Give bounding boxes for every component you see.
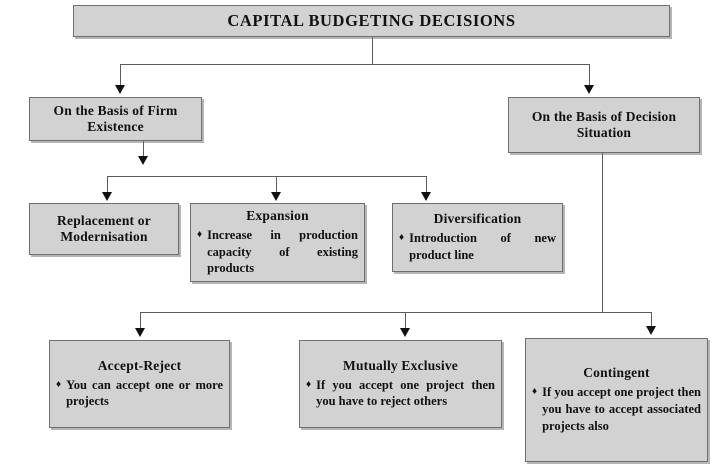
diamond-bullet-icon: ♦ bbox=[197, 228, 203, 240]
connector-decision-to-accept bbox=[140, 312, 141, 329]
bullet-item: ♦ If you accept one project then you hav… bbox=[532, 384, 701, 434]
node-contingent[interactable]: Contingent ♦ If you accept one project t… bbox=[525, 338, 708, 462]
bullet-item: ♦ You can accept one or more projects bbox=[56, 377, 223, 411]
node-title: Mutually Exclusive bbox=[343, 357, 458, 373]
bullet-text: Increase in production capacity of exist… bbox=[207, 227, 358, 276]
connector-decision-to-contingent bbox=[651, 312, 652, 327]
connector-firm-stem bbox=[143, 141, 144, 157]
bullet-text: You can accept one or more projects bbox=[66, 377, 223, 409]
arrow-decision-to-mutual bbox=[400, 328, 410, 337]
arrow-root-to-firm bbox=[115, 85, 125, 94]
connector-decision-stem bbox=[602, 153, 603, 313]
node-title: Accept-Reject bbox=[97, 357, 182, 373]
node-title: Diversification bbox=[433, 211, 522, 227]
diamond-bullet-icon: ♦ bbox=[306, 378, 312, 390]
node-diversification[interactable]: Diversification ♦ Introduction of new pr… bbox=[392, 203, 563, 272]
arrow-firm-to-replacement bbox=[102, 192, 112, 201]
bullet-text: If you accept one project then you have … bbox=[316, 377, 495, 409]
node-replacement-or-modernisation[interactable]: Replacement or Modernisation bbox=[29, 203, 179, 255]
node-on-the-basis-of-firm-existence[interactable]: On the Basis of Firm Existence bbox=[29, 97, 202, 141]
node-capital-budgeting-decisions[interactable]: CAPITAL BUDGETING DECISIONS bbox=[73, 5, 670, 37]
node-title: On the Basis of Firm Existence bbox=[53, 103, 178, 134]
connector-firm-to-expansion bbox=[276, 176, 277, 193]
diamond-bullet-icon: ♦ bbox=[56, 378, 62, 390]
diamond-bullet-icon: ♦ bbox=[399, 232, 405, 244]
connector-root-stem bbox=[372, 37, 373, 64]
arrow-root-to-decision bbox=[584, 85, 594, 94]
connector-root-to-decision bbox=[589, 64, 590, 86]
node-title: Contingent bbox=[583, 365, 650, 381]
arrow-firm-stem bbox=[138, 156, 148, 165]
node-title: CAPITAL BUDGETING DECISIONS bbox=[227, 11, 516, 31]
node-title: Replacement or Modernisation bbox=[57, 213, 151, 244]
arrow-decision-to-contingent bbox=[646, 326, 656, 335]
connector-root-to-firm bbox=[120, 64, 121, 86]
node-expansion[interactable]: Expansion ♦ Increase in production capac… bbox=[190, 203, 365, 282]
bullet-item: ♦ Increase in production capacity of exi… bbox=[197, 227, 358, 277]
arrow-decision-to-accept bbox=[135, 328, 145, 337]
bullet-text: If you accept one project then you have … bbox=[542, 385, 701, 433]
arrow-firm-to-diversification bbox=[421, 192, 431, 201]
arrow-firm-to-expansion bbox=[271, 192, 281, 201]
connector-firm-to-diversification bbox=[426, 176, 427, 193]
node-mutually-exclusive[interactable]: Mutually Exclusive ♦ If you accept one p… bbox=[299, 340, 502, 428]
node-title: Expansion bbox=[246, 207, 309, 223]
node-on-the-basis-of-decision-situation[interactable]: On the Basis of Decision Situation bbox=[508, 97, 700, 153]
bullet-item: ♦ If you accept one project then you hav… bbox=[306, 377, 495, 411]
node-title: On the Basis of Decision Situation bbox=[531, 109, 677, 140]
connector-decision-to-mutual bbox=[405, 312, 406, 329]
connector-firm-bus bbox=[107, 176, 426, 177]
bullet-item: ♦ Introduction of new product line bbox=[399, 230, 556, 264]
diamond-bullet-icon: ♦ bbox=[532, 386, 538, 398]
connector-root-bus bbox=[120, 64, 589, 65]
bullet-text: Introduction of new product line bbox=[409, 231, 556, 262]
connector-firm-to-replacement bbox=[107, 176, 108, 193]
node-accept-reject[interactable]: Accept-Reject ♦ You can accept one or mo… bbox=[49, 340, 230, 428]
connector-decision-bus bbox=[140, 312, 651, 313]
